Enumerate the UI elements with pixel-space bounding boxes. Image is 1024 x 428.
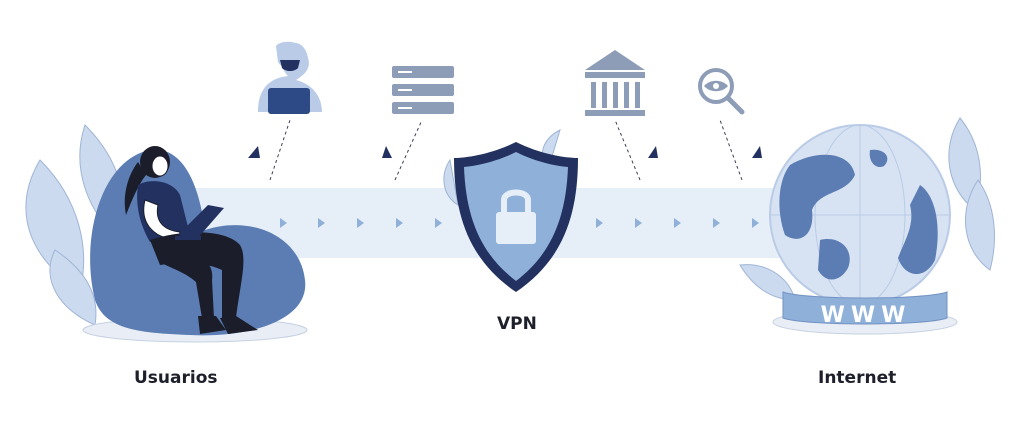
eye-magnifier-icon: [698, 68, 745, 115]
globe-www-text: WWW: [821, 303, 912, 328]
server-icon: [392, 66, 454, 114]
connector-lines: [269, 119, 743, 181]
right-leaves: [739, 117, 995, 301]
woman-with-laptop: [124, 146, 258, 334]
hacker-icon: [258, 41, 322, 114]
tunnel-arrows: [280, 218, 759, 228]
globe-icon: [769, 124, 951, 306]
bank-icon: [585, 50, 645, 116]
label-users: Usuarios: [134, 368, 218, 388]
label-vpn: VPN: [497, 314, 537, 334]
globe-base: [782, 291, 948, 325]
padlock-icon: [496, 189, 536, 244]
connector-arrowheads: [248, 146, 762, 158]
label-internet: Internet: [818, 368, 897, 388]
